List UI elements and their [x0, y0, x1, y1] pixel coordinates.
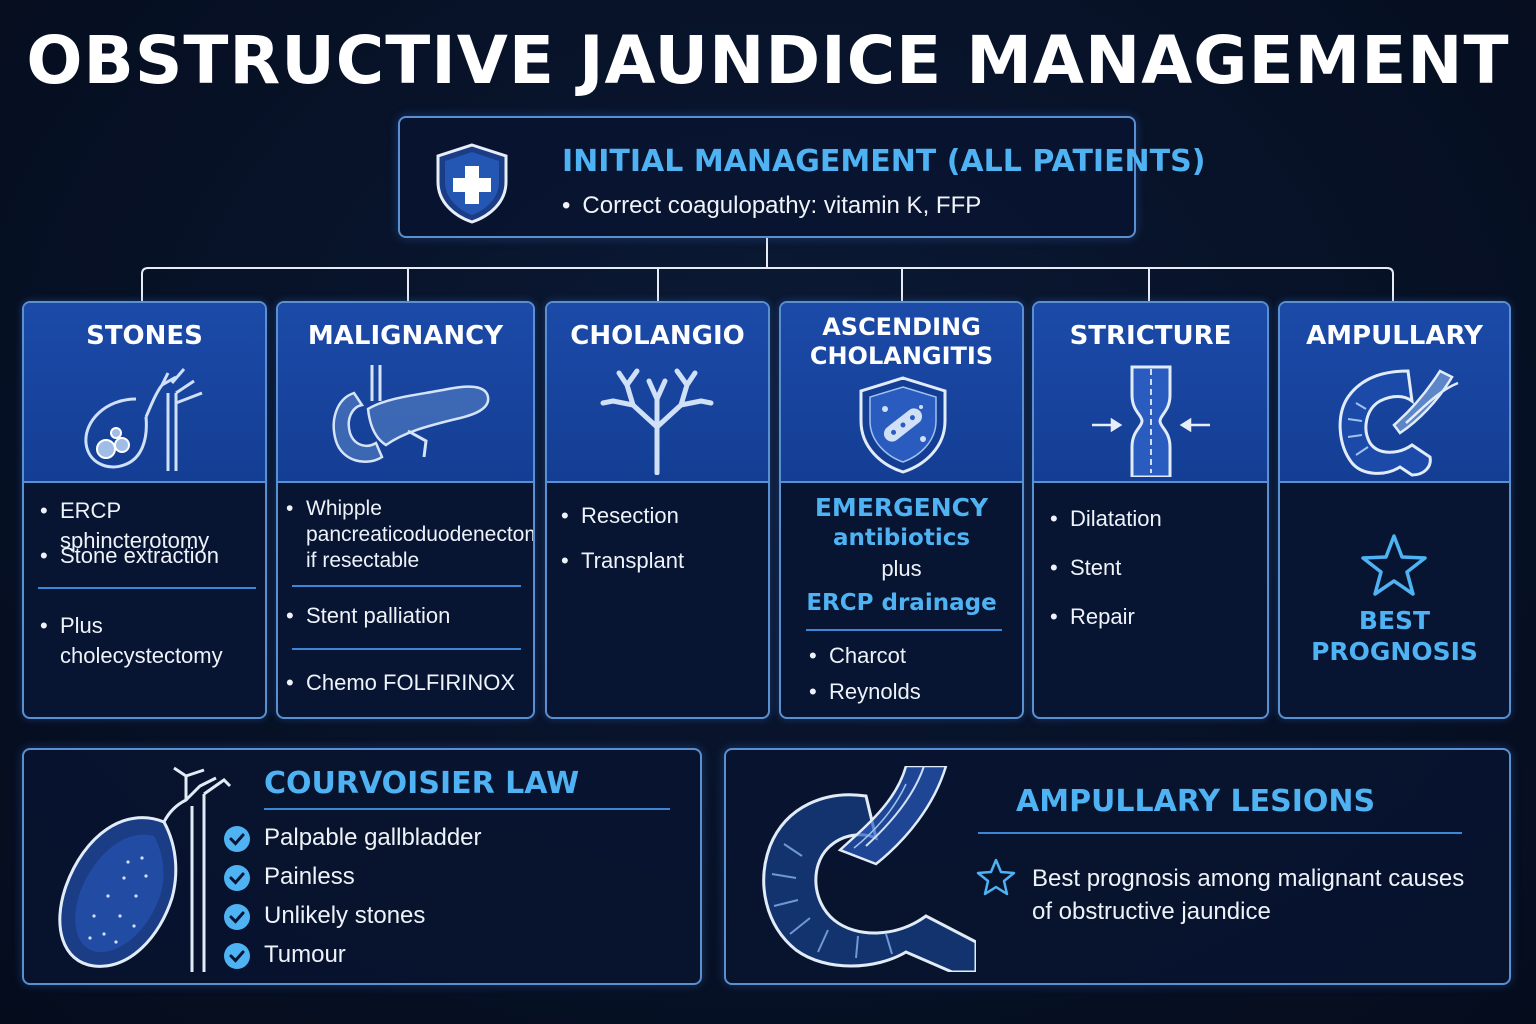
list-item: Stone extraction [40, 541, 219, 571]
star-icon [976, 858, 1016, 896]
cholangio-title: CHOLANGIO [570, 321, 745, 351]
list-item: Stent palliation [286, 601, 450, 631]
stricture-header: STRICTURE [1034, 303, 1267, 483]
prognosis-line1: BEST [1358, 606, 1431, 635]
check-circle-icon [224, 904, 250, 930]
column-cholangio: CHOLANGIO Resection Transplant [545, 301, 770, 719]
check-circle-icon [224, 943, 250, 969]
initial-management-title: INITIAL MANAGEMENT (ALL PATIENTS) [562, 144, 1206, 179]
ascending-title-line2: CHOLANGITIS [809, 342, 994, 370]
check-item: Painless [224, 863, 355, 891]
list-item: Stent [1050, 553, 1122, 583]
stones-extra-line1: Plus [60, 613, 103, 638]
list-item: Plus cholecystectomy [40, 611, 223, 671]
prognosis-line2: PROGNOSIS [1311, 637, 1478, 666]
initial-management-box: INITIAL MANAGEMENT (ALL PATIENTS) Correc… [398, 116, 1205, 238]
emergency-label: EMERGENCY [814, 493, 989, 522]
pancreas-icon [332, 365, 490, 463]
column-stones: STONES ERCP sphincterotomy Stone extract… [22, 301, 267, 719]
malignancy-title: MALIGNANCY [307, 321, 504, 351]
courvoisier-title: COURVOISIER LAW [264, 766, 580, 801]
antibiotics-label: antibiotics [832, 525, 971, 551]
column-malignancy: MALIGNANCY Whipple pancreaticoduodenecto… [276, 301, 535, 719]
check-item: Palpable gallbladder [224, 824, 482, 852]
list-item: Reynolds [809, 677, 921, 707]
page-title: OBSTRUCTIVE JAUNDICE MANAGEMENT [26, 22, 1510, 99]
connector-lines [141, 238, 1394, 301]
whipple-line2: pancreaticoduodenectomy [306, 523, 535, 546]
ampullary-lesions-title: AMPULLARY LESIONS [1016, 784, 1376, 819]
duodenum-ampulla-icon [1338, 369, 1459, 477]
stricture-title: STRICTURE [1069, 321, 1232, 351]
stricture-duct-icon [1092, 365, 1210, 477]
divider [292, 648, 521, 650]
list-item: Repair [1050, 602, 1135, 632]
ascending-title: ASCENDING CHOLANGITIS [781, 313, 1022, 371]
check-item-label: Tumour [264, 941, 346, 968]
malignancy-header: MALIGNANCY [278, 303, 533, 483]
check-item: Tumour [224, 941, 346, 969]
gallbladder-stones-icon [84, 368, 203, 471]
ampullary-lesions-box: AMPULLARY LESIONS Best prognosis among m… [724, 748, 1511, 985]
check-item-label: Painless [264, 863, 355, 890]
cholangio-header: CHOLANGIO [547, 303, 768, 483]
ascending-header: ASCENDING CHOLANGITIS [781, 303, 1022, 483]
divider [264, 808, 670, 810]
check-item: Unlikely stones [224, 902, 426, 930]
check-circle-icon [224, 865, 250, 891]
check-item-label: Unlikely stones [264, 902, 426, 929]
column-ascending-cholangitis: ASCENDING CHOLANGITIS EMERGENCY antibiot… [779, 301, 1024, 719]
ampullary-title: AMPULLARY [1306, 321, 1483, 351]
plus-label: plus [881, 556, 922, 581]
duodenum-icon [762, 766, 976, 972]
stones-title: STONES [86, 321, 203, 351]
ascending-title-line1: ASCENDING [822, 313, 981, 341]
bacteria-shield-icon [859, 376, 947, 474]
check-circle-icon [224, 826, 250, 852]
ampullary-lesions-line2: of obstructive jaundice [1032, 898, 1271, 925]
list-item: Transplant [561, 546, 684, 576]
list-item: Dilatation [1050, 504, 1162, 534]
list-item: Resection [561, 501, 679, 531]
ampullary-header: AMPULLARY [1280, 303, 1509, 483]
divider [978, 832, 1462, 834]
shield-cross-icon [436, 143, 508, 224]
bile-duct-tree-icon [600, 368, 714, 475]
ampullary-lesions-line1: Best prognosis among malignant causes [1032, 865, 1465, 892]
column-ampullary: AMPULLARY BEST PROGNOSIS [1278, 301, 1511, 719]
whipple-line3: if resectable [306, 549, 420, 572]
divider [38, 587, 256, 589]
list-item: Chemo FOLFIRINOX [286, 668, 515, 698]
courvoisier-law-box: COURVOISIER LAW Palpable gallbladder Pai… [22, 748, 702, 985]
stones-header: STONES [24, 303, 265, 483]
check-item-label: Palpable gallbladder [264, 824, 482, 851]
divider [292, 585, 521, 587]
ercp-drainage-label: ERCP drainage [806, 590, 997, 616]
ampullary-lesions-text: Best prognosis among malignant causes of… [1032, 862, 1464, 928]
star-icon [1361, 534, 1427, 596]
best-prognosis-label: BEST PROGNOSIS [1280, 605, 1509, 667]
initial-management-bullet: Correct coagulopathy: vitamin K, FFP [562, 192, 981, 220]
column-stricture: STRICTURE Dilatation Stent Repair [1032, 301, 1269, 719]
divider [806, 629, 1002, 631]
gallbladder-icon [58, 766, 232, 972]
whipple-line1: Whipple [306, 497, 382, 520]
list-item: Whipple pancreaticoduodenectomy if resec… [286, 496, 535, 574]
list-item: Charcot [809, 641, 906, 671]
stones-extra-line2: cholecystectomy [60, 643, 223, 668]
